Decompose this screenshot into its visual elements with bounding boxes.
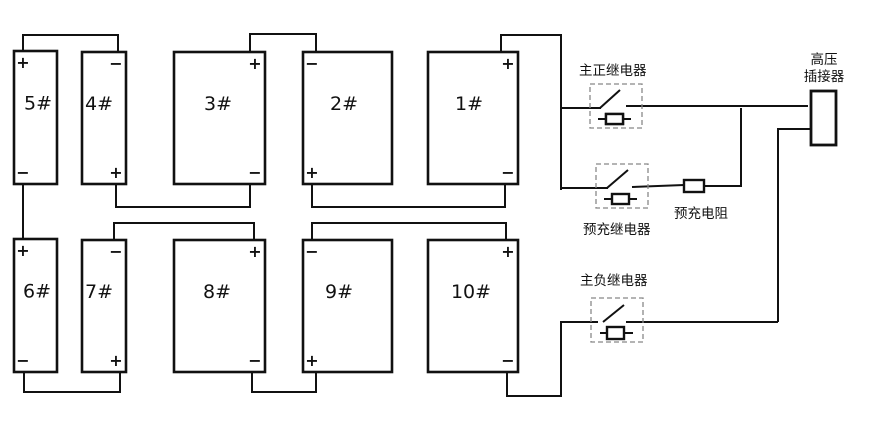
wire-3-2 — [249, 33, 317, 52]
battery-label: 2# — [330, 93, 358, 115]
battery-box — [80, 50, 128, 186]
main-positive-relay-label: 主正继电器 — [579, 63, 647, 79]
positive-terminal-icon: + — [16, 241, 29, 260]
positive-terminal-icon: + — [305, 351, 318, 370]
battery-box — [12, 237, 59, 374]
negative-terminal-icon: − — [16, 351, 29, 370]
relay-dashed-box — [595, 163, 649, 209]
negative-terminal-icon: − — [305, 242, 318, 261]
switch-contact-icon — [602, 304, 625, 323]
positive-terminal-icon: + — [16, 53, 29, 72]
battery-box — [80, 238, 128, 374]
battery-label: 8# — [203, 281, 231, 303]
positive-terminal-icon: + — [248, 54, 261, 73]
battery-box — [426, 50, 520, 186]
negative-terminal-icon: − — [305, 54, 318, 73]
wire-5-4 — [22, 34, 119, 52]
battery-box — [12, 49, 59, 186]
battery-box — [301, 50, 394, 186]
wire-precharge-mid — [631, 184, 685, 188]
positive-terminal-icon: + — [109, 351, 122, 370]
negative-terminal-icon: − — [248, 163, 261, 182]
battery-module-4: 4# − + — [80, 50, 128, 186]
battery-label: 5# — [24, 93, 52, 115]
battery-box — [172, 50, 267, 186]
hv-connector-label-line1: 高压 — [811, 51, 838, 68]
battery-module-1: 1# + − — [426, 50, 520, 186]
battery-label: 9# — [325, 281, 353, 303]
wire-1-positive-out — [500, 34, 562, 190]
battery-box — [301, 238, 394, 374]
wire-9-10 — [311, 222, 507, 240]
relay-coil-icon — [610, 192, 631, 206]
relay-coil-icon — [605, 325, 626, 341]
switch-contact-icon — [606, 169, 629, 189]
connector-icon — [809, 89, 838, 147]
switch-contact-icon — [599, 89, 621, 109]
battery-modules: 5# + − 4# − +3# + − 2# − +1# + − 6# + − 7# − +8# + − 9# − +10# +… — [12, 49, 520, 374]
wire-precharge-out — [705, 108, 742, 187]
battery-label: 4# — [85, 93, 113, 115]
precharge-relay: 预充继电器 — [583, 163, 651, 238]
battery-module-9: 9# − + — [301, 238, 394, 374]
wire-7-8 — [113, 222, 255, 240]
wire-2-1 — [311, 184, 506, 208]
relay-coil-body — [604, 112, 625, 126]
battery-label: 1# — [455, 93, 483, 115]
hv-connector-label-line2: 插接器 — [804, 68, 845, 85]
positive-terminal-icon: + — [248, 242, 261, 261]
battery-label: 7# — [85, 281, 113, 303]
negative-terminal-icon: − — [109, 54, 122, 73]
battery-module-3: 3# + − — [172, 50, 267, 186]
battery-box — [426, 238, 520, 374]
hv-connector: 高压 插接器 — [804, 51, 845, 147]
battery-module-2: 2# − + — [301, 50, 394, 186]
positive-terminal-icon: + — [109, 163, 122, 182]
negative-terminal-icon: − — [248, 351, 261, 370]
battery-box — [172, 238, 267, 374]
resistor-icon — [682, 178, 706, 194]
battery-module-10: 10# + − — [426, 238, 520, 374]
wire-4-3 — [115, 184, 251, 208]
battery-label: 3# — [204, 93, 232, 115]
main-positive-relay: 主正继电器 — [579, 63, 647, 129]
negative-terminal-icon: − — [16, 163, 29, 182]
positive-terminal-icon: + — [501, 242, 514, 261]
precharge-resistor: 预充电阻 — [674, 178, 728, 222]
precharge-resistor-label: 预充电阻 — [674, 206, 728, 222]
wire-negative-to-connector — [777, 128, 810, 322]
wire-8-9 — [251, 372, 317, 393]
main-negative-relay-label: 主负继电器 — [580, 273, 648, 289]
positive-terminal-icon: + — [501, 54, 514, 73]
wiring — [22, 33, 810, 397]
wire-10-negative-out — [506, 321, 598, 397]
negative-terminal-icon: − — [501, 163, 514, 182]
main-negative-relay: 主负继电器 — [580, 273, 648, 343]
precharge-relay-label: 预充继电器 — [583, 222, 651, 238]
battery-module-8: 8# + − — [172, 238, 267, 374]
relay-dashed-box — [590, 297, 644, 343]
battery-label: 6# — [23, 281, 51, 303]
negative-terminal-icon: − — [109, 242, 122, 261]
negative-terminal-icon: − — [501, 351, 514, 370]
battery-module-5: 5# + − — [12, 49, 59, 186]
positive-terminal-icon: + — [305, 163, 318, 182]
battery-module-7: 7# − + — [80, 238, 128, 374]
relay-dashed-box — [589, 83, 643, 129]
battery-label: 10# — [451, 281, 491, 303]
battery-module-6: 6# + − — [12, 237, 59, 374]
wire-6-7 — [23, 372, 121, 393]
